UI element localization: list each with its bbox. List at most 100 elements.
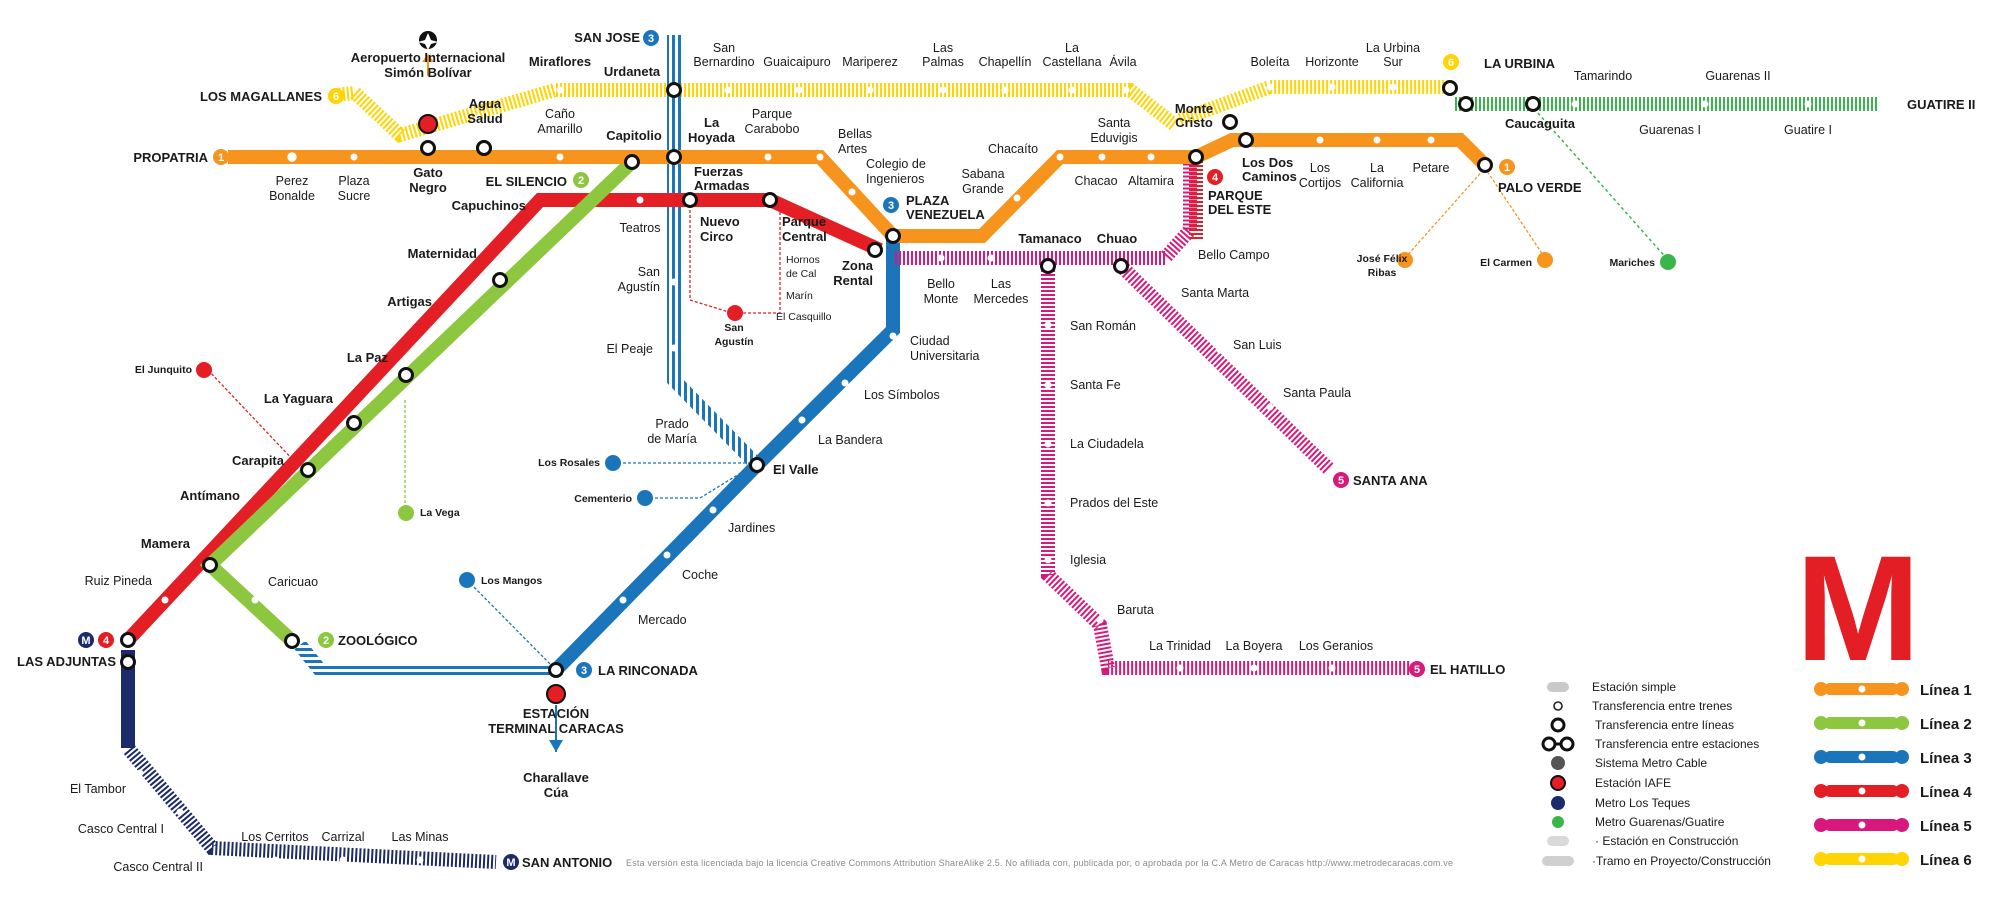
label-venezuela: VENEZUELA xyxy=(906,207,985,222)
label-san-ag-c1: San xyxy=(724,322,743,334)
label-caucaguita: Caucaguita xyxy=(1505,116,1576,131)
label-san-luis: San Luis xyxy=(1233,338,1282,352)
label-la-urbina: LA URBINA xyxy=(1484,56,1556,71)
label-san-jose: SAN JOSE xyxy=(574,30,640,45)
label-grande: Grande xyxy=(962,182,1004,196)
label-el-junquito: El Junquito xyxy=(135,364,192,376)
mariches-icon xyxy=(1660,254,1676,270)
label-la-bandera: La Bandera xyxy=(818,433,883,447)
svg-text:Línea 4: Línea 4 xyxy=(1920,784,1972,801)
label-eduvigis: Eduvigis xyxy=(1090,131,1137,145)
line-badges: 1 6 3 2 3 4 6 1 4 M 2 3 5 5 M xyxy=(78,30,1515,870)
cementerio-icon xyxy=(637,490,653,506)
label-san-ag-c2: Agustín xyxy=(714,336,753,348)
label-aeropuerto-1: Aeropuerto Internacional xyxy=(351,50,506,65)
label-el-casquillo: El Casquillo xyxy=(776,311,832,323)
label-bonalde: Bonalde xyxy=(269,189,315,203)
label-cortijos: Cortijos xyxy=(1299,176,1341,190)
label-la-urbina-1: La Urbina xyxy=(1366,41,1420,55)
label-boleita: Boleíta xyxy=(1251,55,1290,69)
iafe-icons xyxy=(418,114,566,704)
label-agua: Agua xyxy=(469,96,502,111)
el-carmen-icon xyxy=(1537,252,1553,268)
label-las-adjuntas: LAS ADJUNTAS xyxy=(17,654,116,669)
label-miraflores: Miraflores xyxy=(529,54,591,69)
label-las-p: Las xyxy=(933,41,953,55)
badge-santa-ana: 5 xyxy=(1338,475,1344,487)
legend-line-1: Línea 1 xyxy=(1814,682,1972,699)
label-plaza: Plaza xyxy=(338,174,369,188)
badge-las-adjuntas-m: M xyxy=(81,635,90,647)
label-iglesia: Iglesia xyxy=(1070,553,1106,567)
label-cementerio: Cementerio xyxy=(574,493,632,505)
legend-item-4: Transferencia entre estaciones xyxy=(1595,737,1759,751)
los-mangos-icon xyxy=(459,572,475,588)
line-4 xyxy=(122,157,1203,645)
label-san-roman: San Román xyxy=(1070,319,1136,333)
legend-line-4: Línea 4 xyxy=(1814,784,1972,801)
label-mercado: Mercado xyxy=(638,613,687,627)
label-maternidad: Maternidad xyxy=(408,246,477,261)
label-california: California xyxy=(1351,176,1404,190)
label-casco-ii: Casco Central II xyxy=(113,860,203,874)
label-perez: Perez xyxy=(276,174,309,188)
metro-logo: M xyxy=(1796,524,1921,692)
label-el-tambor: El Tambor xyxy=(70,782,126,796)
label-tamarindo: Tamarindo xyxy=(1574,69,1632,83)
label-carabobo: Carabobo xyxy=(745,122,800,136)
label-del-este: DEL ESTE xyxy=(1208,202,1272,217)
label-la-boyera: La Boyera xyxy=(1226,639,1283,653)
label-la-yaguara: La Yaguara xyxy=(264,391,334,406)
label-hoyada: Hoyada xyxy=(688,130,736,145)
legend: Estación simple Transferencia entre tren… xyxy=(1541,680,1972,869)
label-capitolio: Capitolio xyxy=(606,128,662,143)
label-los-dos: Los Dos xyxy=(1242,155,1293,170)
legend-item-5: Sistema Metro Cable xyxy=(1595,756,1707,770)
label-bernardino: Bernardino xyxy=(693,55,754,69)
label-guaicaipuro: Guaicaipuro xyxy=(763,55,830,69)
metro-cable-connectors xyxy=(207,166,1546,671)
label-marin: Marín xyxy=(786,290,813,302)
label-de-cal: de Cal xyxy=(786,268,816,280)
label-artes: Artes xyxy=(838,142,867,156)
badge-el-hatillo: 5 xyxy=(1414,664,1420,676)
label-monte: Monte xyxy=(1175,101,1213,116)
los-rosales-icon xyxy=(605,455,621,471)
label-los-mangos: Los Mangos xyxy=(481,575,542,587)
badge-las-adjuntas: 4 xyxy=(103,635,110,647)
label-san-antonio: SAN ANTONIO xyxy=(522,855,612,870)
label-palmas: Palmas xyxy=(922,55,964,69)
label-salud: Salud xyxy=(467,111,502,126)
label-carrizal: Carrizal xyxy=(321,830,364,844)
line-6 xyxy=(334,80,1450,143)
san-agustin-cable-icon xyxy=(727,305,743,321)
label-tamanaco: Tamanaco xyxy=(1018,231,1081,246)
label-san-ag-2: Agustín xyxy=(618,280,660,294)
legend-item-10: ·Tramo en Proyecto/Construcción xyxy=(1592,854,1771,868)
label-los-cerritos: Los Cerritos xyxy=(241,830,308,844)
label-avila: Ávila xyxy=(1109,54,1136,69)
label-universitaria: Universitaria xyxy=(910,349,980,363)
badge-la-urbina: 6 xyxy=(1448,57,1454,69)
label-la-c: La xyxy=(1370,161,1384,175)
label-bello-campo: Bello Campo xyxy=(1198,248,1270,262)
label-los-simbolos: Los Símbolos xyxy=(864,388,940,402)
line-5 xyxy=(895,155,1410,675)
label-el-silencio: EL SILENCIO xyxy=(486,174,567,189)
label-colegio: Colegio de xyxy=(866,157,926,171)
label-chacao: Chacao xyxy=(1074,174,1117,188)
label-la-paz: La Paz xyxy=(347,350,389,365)
label-parque-e: PARQUE xyxy=(1208,188,1263,203)
label-santa-ana: SANTA ANA xyxy=(1353,473,1428,488)
badge-parque-del-este: 4 xyxy=(1212,172,1219,184)
legend-line-6: Línea 6 xyxy=(1814,852,1972,869)
label-caricuao: Caricuao xyxy=(268,575,318,589)
station-markers xyxy=(136,83,1812,864)
label-aeropuerto-2: Simón Bolívar xyxy=(384,65,471,80)
label-estacion-2: TERMINAL CARACAS xyxy=(488,721,624,736)
license-text: Esta versión esta licenciada bajo la lic… xyxy=(626,858,1453,868)
badge-el-silencio: 2 xyxy=(578,175,584,187)
label-chuao: Chuao xyxy=(1097,231,1138,246)
label-zoologico: ZOOLÓGICO xyxy=(338,633,417,648)
label-castellana: Castellana xyxy=(1042,55,1101,69)
